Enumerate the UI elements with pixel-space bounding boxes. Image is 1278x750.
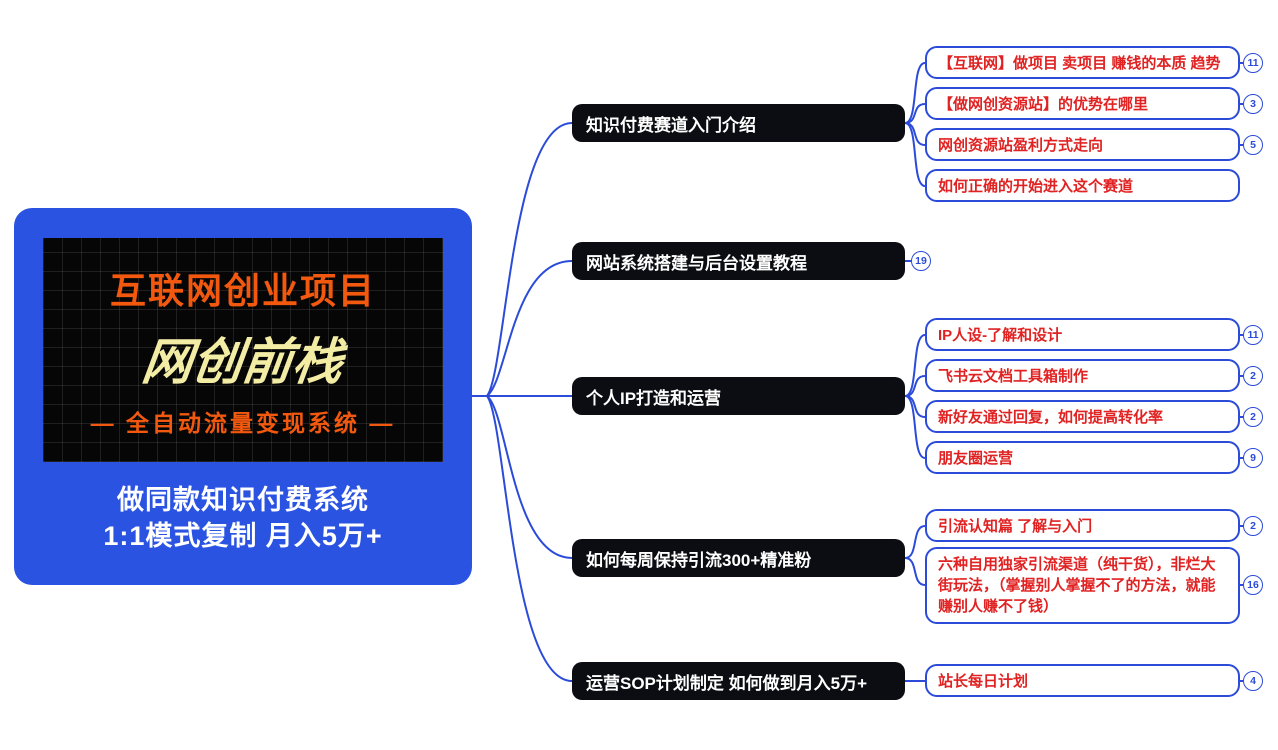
root-node[interactable]: 互联网创业项目 网创前栈 — 全自动流量变现系统 — 做同款知识付费系统 1:1… [14, 208, 472, 585]
leaf-label: 网创资源站盈利方式走向 [938, 137, 1104, 154]
count-badge[interactable]: 4 [1243, 671, 1263, 691]
leaf-node[interactable]: 站长每日计划 [925, 664, 1240, 697]
branch-node-sop[interactable]: 运营SOP计划制定 如何做到月入5万+ [572, 662, 905, 700]
branch-node-traffic[interactable]: 如何每周保持引流300+精准粉 [572, 539, 905, 577]
branch-label: 如何每周保持引流300+精准粉 [586, 550, 812, 570]
branch-label: 运营SOP计划制定 如何做到月入5万+ [586, 673, 868, 693]
leaf-node[interactable]: 【做网创资源站】的优势在哪里 [925, 87, 1240, 120]
leaf-label: 六种自用独家引流渠道（纯干货），非烂大街玩法，（掌握别人掌握不了的方法，就能赚别… [938, 556, 1216, 615]
count-badge[interactable]: 2 [1243, 516, 1263, 536]
leaf-node[interactable]: 飞书云文档工具箱制作 [925, 359, 1240, 392]
count-badge[interactable]: 3 [1243, 94, 1263, 114]
count-badge[interactable]: 5 [1243, 135, 1263, 155]
hero-title-line1: 互联网创业项目 [109, 270, 376, 311]
leaf-label: 新好友通过回复，如何提高转化率 [938, 409, 1164, 426]
branch-node-personal-ip[interactable]: 个人IP打造和运营 [572, 377, 905, 415]
count-badge[interactable]: 2 [1243, 366, 1263, 386]
branch-label: 网站系统搭建与后台设置教程 [586, 253, 807, 273]
branch-label: 个人IP打造和运营 [586, 388, 722, 408]
leaf-node[interactable]: 六种自用独家引流渠道（纯干货），非烂大街玩法，（掌握别人掌握不了的方法，就能赚别… [925, 547, 1240, 624]
leaf-label: 【做网创资源站】的优势在哪里 [938, 96, 1149, 113]
branch-node-intro[interactable]: 知识付费赛道入门介绍 [572, 104, 905, 142]
root-subtitle-line2: 1:1模式复制 月入5万+ [103, 521, 383, 551]
branch-label: 知识付费赛道入门介绍 [586, 115, 756, 135]
leaf-node[interactable]: IP人设-了解和设计 [925, 318, 1240, 351]
hero-title-line2: 网创前栈 [139, 334, 346, 390]
count-badge[interactable]: 2 [1243, 407, 1263, 427]
leaf-label: 站长每日计划 [938, 673, 1029, 690]
leaf-label: 飞书云文档工具箱制作 [938, 368, 1089, 385]
leaf-label: 如何正确的开始进入这个赛道 [938, 178, 1134, 195]
leaf-node[interactable]: 【互联网】做项目 卖项目 赚钱的本质 趋势 [925, 46, 1240, 79]
leaf-label: IP人设-了解和设计 [938, 327, 1063, 344]
leaf-label: 引流认知篇 了解与入门 [938, 518, 1093, 535]
leaf-node[interactable]: 如何正确的开始进入这个赛道 [925, 169, 1240, 202]
leaf-node[interactable]: 新好友通过回复，如何提高转化率 [925, 400, 1240, 433]
leaf-node[interactable]: 网创资源站盈利方式走向 [925, 128, 1240, 161]
leaf-label: 【互联网】做项目 卖项目 赚钱的本质 趋势 [938, 55, 1221, 72]
leaf-label: 朋友圈运营 [938, 450, 1014, 467]
leaf-node[interactable]: 引流认知篇 了解与入门 [925, 509, 1240, 542]
count-badge[interactable]: 19 [911, 251, 931, 271]
count-badge[interactable]: 16 [1243, 575, 1263, 595]
leaf-node[interactable]: 朋友圈运营 [925, 441, 1240, 474]
count-badge[interactable]: 9 [1243, 448, 1263, 468]
count-badge[interactable]: 11 [1243, 325, 1263, 345]
root-subtitle-line1: 做同款知识付费系统 [117, 485, 369, 515]
branch-node-website-setup[interactable]: 网站系统搭建与后台设置教程 [572, 242, 905, 280]
count-badge[interactable]: 11 [1243, 53, 1263, 73]
root-cover-image: 互联网创业项目 网创前栈 — 全自动流量变现系统 — [43, 238, 443, 462]
hero-title-line3: — 全自动流量变现系统 — [90, 410, 396, 436]
